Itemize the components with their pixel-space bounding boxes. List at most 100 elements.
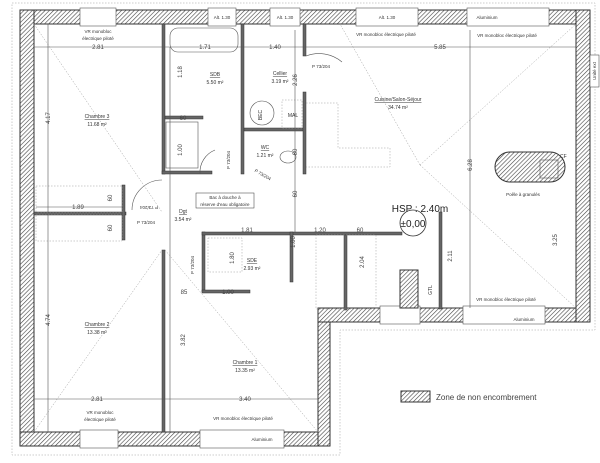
label-vr-top-left-1: VR monobloc [84, 29, 112, 34]
svg-text:5.85: 5.85 [434, 45, 446, 51]
label-vr-bottom-left-1: VR monobloc [86, 410, 114, 415]
label-alu-top: Aluminium [476, 15, 497, 20]
label-bac-2: réserve d'eau obligatoire [200, 202, 250, 207]
label-cf: CF [560, 154, 567, 160]
svg-text:2.81: 2.81 [91, 397, 103, 403]
room-name-sdb: SDB [210, 72, 221, 78]
room-name-sde: SDE [247, 258, 258, 264]
svg-text:1.71: 1.71 [199, 45, 211, 51]
room-area-chambre3: 11.68 m² [87, 122, 107, 128]
level-marker [399, 209, 427, 237]
label-alu-right: Aluminium [513, 317, 534, 322]
svg-text:1.00: 1.00 [222, 290, 234, 296]
svg-text:2.11: 2.11 [448, 250, 454, 262]
label-gtl: GTL [428, 285, 434, 295]
room-name-sejour: Cuisine/Salon-Séjour [375, 97, 422, 103]
svg-text:1.40: 1.40 [269, 45, 281, 51]
svg-text:60: 60 [293, 190, 299, 197]
pellet-stove-zone [494, 151, 566, 183]
svg-text:4.17: 4.17 [46, 112, 52, 124]
svg-text:3.40: 3.40 [239, 397, 251, 403]
legend: Zone de non encombrement [400, 390, 537, 403]
label-vr-right-low: VR monobloc électrique piloté [476, 297, 536, 302]
window-sejour-1 [355, 7, 419, 27]
svg-text:3.25: 3.25 [553, 234, 559, 246]
svg-text:3.82: 3.82 [181, 334, 187, 346]
room-area-cellier: 3.19 m² [272, 79, 289, 85]
svg-text:60: 60 [293, 148, 299, 155]
window-chambre3 [79, 7, 117, 27]
svg-text:2.26: 2.26 [293, 74, 299, 86]
dimension-lines [34, 24, 576, 432]
room-name-cellier: Cellier [273, 71, 288, 77]
label-alt-2: Alt. 1.30 [277, 15, 294, 20]
closet-sejour [315, 234, 377, 310]
unite-ext-box [589, 54, 600, 88]
window-sejour-2 [466, 7, 550, 27]
dimension-texts: 2.81 1.71 1.40 5.85 4.17 1.18 60 1.00 2.… [46, 45, 559, 403]
closet-chambre3 [35, 185, 123, 213]
svg-text:2.81: 2.81 [92, 45, 104, 51]
label-vr-top-mid: VR monobloc électrique piloté [356, 32, 416, 37]
room-area-wc: 1.21 m² [257, 153, 274, 159]
svg-text:2.04: 2.04 [360, 256, 366, 268]
washing-machine-space [281, 99, 303, 129]
label-bec: BEC [258, 109, 264, 120]
site-boundary [11, 2, 596, 456]
door-swing-sejour [305, 53, 343, 63]
label-door-wc: P 73/204 [254, 168, 272, 182]
label-vr-bottom-mid: VR monobloc électrique piloté [213, 416, 273, 421]
label-door-sde: P 73/204 [190, 256, 195, 274]
door-entrance [379, 305, 421, 325]
room-area-chambre2: 13.38 m² [87, 330, 107, 336]
room-name-wc: WC [261, 145, 270, 151]
room-area-chambre1: 13.35 m² [235, 368, 255, 374]
fixtures [35, 27, 566, 310]
svg-text:1.00: 1.00 [291, 236, 297, 248]
label-door-sdb: P 73/204 [226, 151, 231, 169]
label-alu-bottom: Aluminium [251, 437, 272, 442]
label-vr-top-right: VR monobloc électrique piloté [477, 33, 537, 38]
label-alt-3: Alt. 1.30 [379, 15, 396, 20]
door-swing-dgt [131, 179, 163, 211]
door-swing-wc [199, 149, 216, 175]
room-name-chambre2: Chambre 2 [85, 322, 110, 328]
exterior-walls [19, 9, 591, 447]
svg-text:6.28: 6.28 [468, 159, 474, 171]
label-mal: MAL [288, 113, 299, 119]
room-name-dgt: Dgt [179, 209, 187, 215]
svg-text:60: 60 [108, 224, 114, 231]
gtl-zone [399, 269, 419, 309]
label-door-sejour: P 73/204 [312, 64, 330, 69]
room-name-chambre1: Chambre 1 [233, 360, 258, 366]
label-alt-1: Alt. 1.30 [214, 15, 231, 20]
legend-label: Zone de non encombrement [436, 393, 537, 402]
room-area-sde: 2.93 m² [244, 266, 261, 272]
label-unite-ext: Unité ext [592, 61, 597, 80]
label-bac-1: Bac à douche à [209, 195, 241, 200]
window-cellier [269, 7, 301, 27]
shower-sdb [165, 121, 199, 169]
room-area-sdb: 5.50 m² [207, 80, 224, 86]
svg-text:60: 60 [357, 228, 364, 234]
window-chambre1 [199, 429, 285, 449]
svg-text:60: 60 [180, 116, 187, 122]
toilet [279, 150, 297, 164]
svg-text:1.18: 1.18 [178, 66, 184, 78]
svg-text:1.20: 1.20 [314, 228, 326, 234]
window-sdb [207, 7, 237, 27]
shower-sde [207, 237, 243, 273]
svg-text:4.74: 4.74 [46, 314, 52, 326]
svg-text:1.80: 1.80 [230, 252, 236, 264]
bac-douche-note-box [195, 192, 255, 209]
bathtub [169, 27, 239, 53]
label-vr-bottom-left-2: électrique piloté [84, 417, 116, 422]
window-sejour-3 [462, 305, 546, 325]
legend-swatch [400, 390, 431, 403]
windows [79, 7, 550, 449]
kitchen-counter [306, 102, 391, 168]
room-area-dgt: 3.54 m² [175, 217, 192, 223]
label-hsp: HSP : 2.40m [392, 204, 449, 215]
label-vr-top-left-2: électrique piloté [82, 36, 114, 41]
